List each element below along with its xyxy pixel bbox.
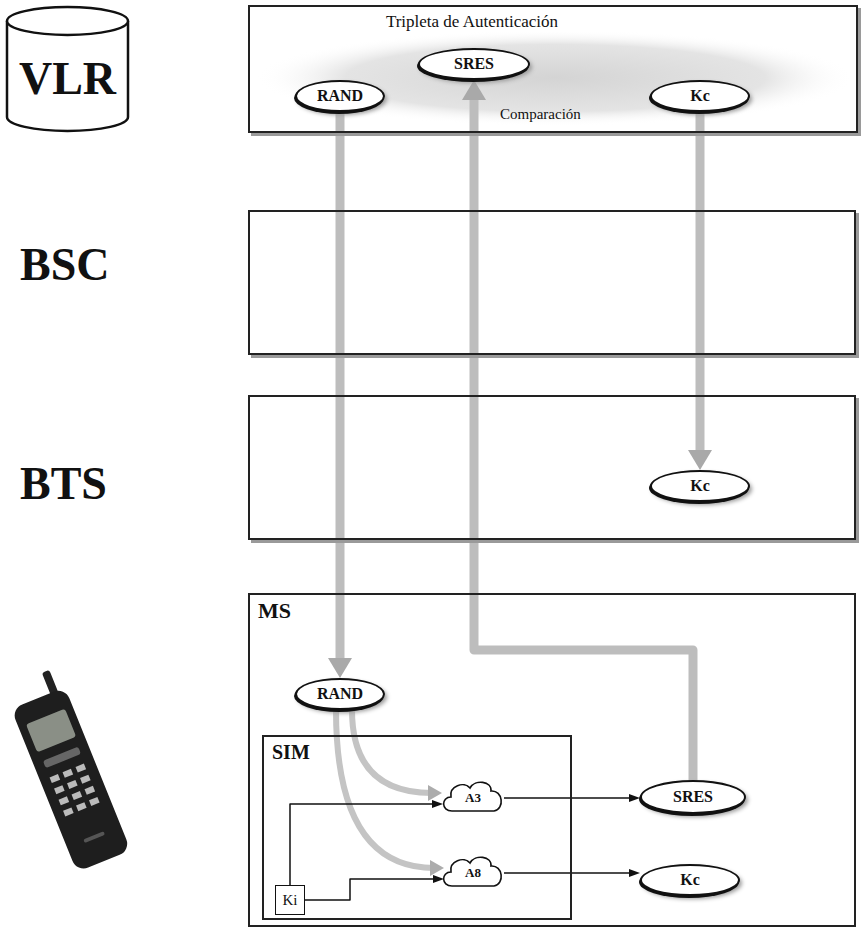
node-text: A8: [465, 866, 481, 880]
algorithm-cloud: A8: [440, 853, 506, 893]
heading-text: BTS: [20, 459, 107, 510]
connector: [290, 800, 443, 885]
connector: [352, 710, 442, 801]
arrowhead: [428, 785, 442, 801]
connector-line: [336, 710, 434, 868]
layer-band: BSC: [248, 210, 856, 355]
connector-line: [474, 94, 693, 780]
arrowhead: [430, 860, 444, 876]
connector-line: [290, 804, 435, 885]
node-text: Kc: [690, 477, 710, 495]
connector: [504, 869, 640, 877]
parameter-ellipse: SRES: [640, 780, 746, 814]
connector-line: [352, 710, 432, 793]
arrowhead: [629, 794, 640, 802]
connector: [305, 875, 444, 900]
connector-line: [504, 797, 632, 799]
node-text: SRES: [454, 55, 494, 73]
database-cylinder: VLR: [5, 5, 130, 133]
node-text: A3: [465, 791, 481, 805]
arrowhead: [688, 450, 712, 470]
node-text: VLR: [19, 54, 116, 105]
parameter-ellipse: Kc: [650, 470, 750, 502]
arrowhead: [328, 658, 352, 678]
key-box: Ki: [275, 885, 305, 915]
grey-haze: [255, 30, 855, 126]
connector-line: [696, 112, 705, 456]
arrowhead: [629, 869, 640, 877]
parameter-ellipse: SRES: [418, 48, 530, 80]
node-text: Kc: [680, 871, 700, 889]
algorithm-cloud: A3: [440, 778, 506, 818]
connector-line: [504, 872, 632, 874]
connector: [504, 794, 640, 802]
layer-band: BTSKc: [248, 395, 856, 540]
connector-line: [336, 112, 345, 664]
node-text: SRES: [673, 788, 713, 806]
connector: [688, 112, 712, 470]
node-text: Ki: [283, 892, 298, 909]
arrowhead: [433, 875, 444, 883]
node-text: Kc: [690, 87, 710, 105]
parameter-ellipse: Kc: [640, 864, 740, 896]
heading-text: BSC: [20, 240, 109, 291]
arrowhead: [462, 80, 486, 100]
mobile-phone-icon: [3, 667, 131, 872]
parameter-ellipse: RAND: [295, 80, 385, 112]
connector: [462, 80, 693, 780]
comparison-label: Comparación: [500, 106, 581, 123]
node-text: RAND: [317, 87, 363, 105]
heading-text: SIM: [272, 741, 310, 763]
parameter-ellipse: RAND: [295, 678, 385, 710]
parameter-ellipse: Kc: [650, 80, 750, 112]
connector-line: [305, 879, 436, 900]
heading-text: MS: [258, 599, 291, 623]
component-box: SIM Ki A3A8: [262, 735, 572, 920]
component-box: MS RAND SIM Ki A3A8 SRES Kc: [248, 593, 856, 927]
arrowhead: [432, 800, 443, 808]
node-text: RAND: [317, 685, 363, 703]
heading-text: Tripleta de Autenticación: [386, 13, 558, 32]
